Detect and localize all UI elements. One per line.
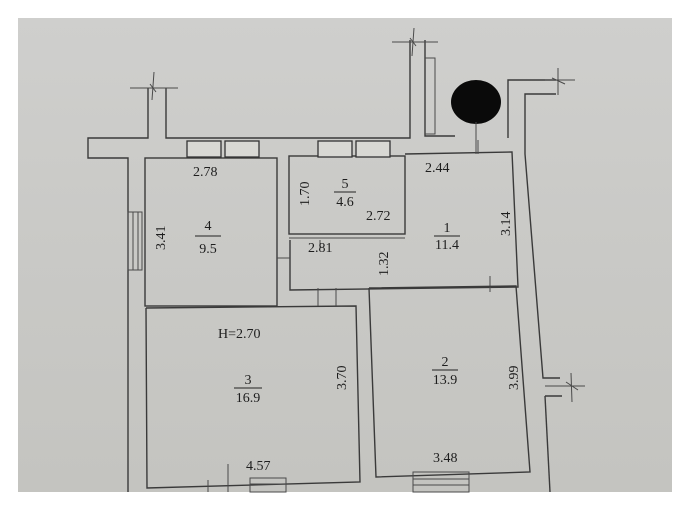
room-1-dim-top: 2.44	[425, 161, 450, 176]
room-2	[368, 285, 531, 478]
ceiling-height: H=2.70	[218, 327, 261, 342]
room-4-dim-top: 2.78	[193, 165, 218, 180]
room-1-area: 11.4	[435, 238, 459, 253]
bottom-windows	[207, 464, 470, 493]
room-2-area: 13.9	[433, 373, 458, 388]
room-4-dim-left: 3.41	[154, 226, 169, 251]
room-3-dim-bottom: 4.57	[246, 459, 271, 474]
paper-background	[18, 18, 672, 492]
room-4-area: 9.5	[199, 242, 217, 257]
room-1-dim-bottom-left: 2.81	[308, 241, 333, 256]
room-5-number: 5	[342, 177, 349, 192]
room-3	[145, 288, 361, 489]
room-5-dim-left: 1.70	[298, 182, 313, 207]
room-1-dim-right: 3.14	[499, 212, 514, 237]
room-5-dim-bottom: 2.72	[366, 209, 391, 224]
room-1-dim-left: 1.32	[377, 252, 392, 277]
room-2-dim-bottom: 3.48	[433, 451, 458, 466]
redaction-blot	[451, 80, 501, 154]
room-1-corridor	[277, 151, 519, 292]
top-windows	[186, 140, 479, 158]
room-5-area: 4.6	[336, 195, 354, 210]
outer-walls	[87, 27, 585, 493]
room-4-number: 4	[205, 219, 212, 234]
room-3-area: 16.9	[236, 391, 261, 406]
room-3-number: 3	[245, 373, 252, 388]
room-2-number: 2	[442, 355, 449, 370]
room-4	[127, 157, 278, 307]
room-1-number: 1	[444, 221, 451, 236]
room-2-dim-right: 3.99	[507, 366, 522, 391]
room-3-dim-right: 3.70	[335, 366, 350, 391]
